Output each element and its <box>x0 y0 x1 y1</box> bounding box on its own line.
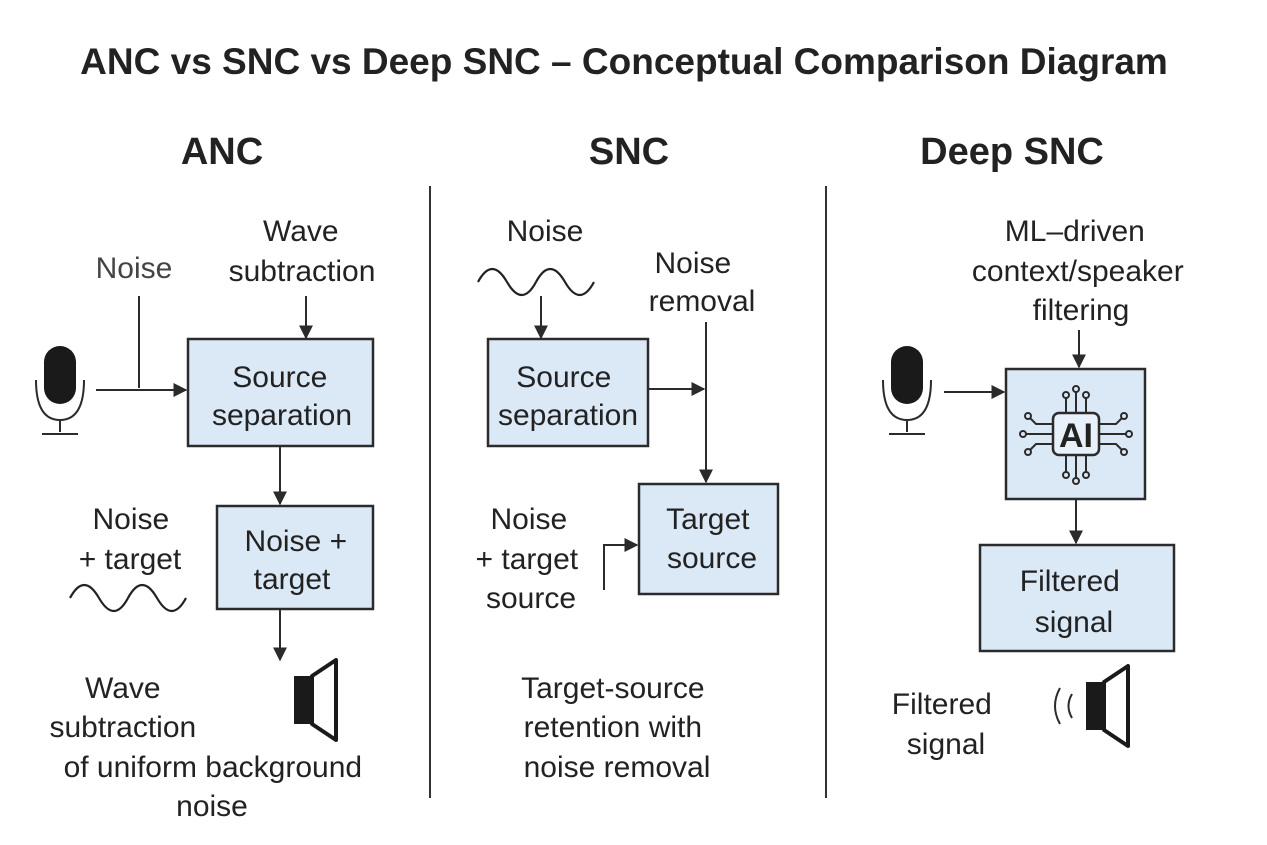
wave-icon <box>477 267 595 297</box>
anc-source-separation-label: Source separation <box>212 361 352 432</box>
snc-noise-label: Noise <box>507 215 584 248</box>
snc-caption: Target-source retention with noise remov… <box>521 672 713 784</box>
anc-source-separation-box <box>186 337 375 448</box>
anc-noise-target-label: Noise + target <box>79 503 182 576</box>
snc-title: SNC <box>589 131 669 173</box>
ai-chip-icon <box>1019 385 1133 485</box>
wave-icon <box>69 583 187 613</box>
ai-label: AI <box>1059 417 1093 455</box>
anc-noise-target-box-label: Noise + target <box>245 525 356 596</box>
anc-caption: Wave subtraction of uniform background n… <box>49 672 370 823</box>
anc-title: ANC <box>181 131 263 173</box>
anc-wave-sub-label: Wave subtraction <box>229 215 376 288</box>
microphone-icon <box>35 346 85 435</box>
deep-filtered-signal-label: Filtered signal <box>1020 565 1128 639</box>
deep-output-label: Filtered signal <box>892 688 1000 761</box>
snc-noise-removal-label: Noise removal <box>649 247 756 318</box>
snc-target-source-label: Target source <box>666 503 758 575</box>
snc-noise-target-source-label: Noise + target source <box>476 503 587 615</box>
snc-target-source-box <box>637 482 780 596</box>
speaker-icon <box>294 658 338 742</box>
panel-deep-snc: Deep SNC ML–driven context/speaker filte… <box>882 131 1192 761</box>
diagram-title: ANC vs SNC vs Deep SNC – Conceptual Comp… <box>80 41 1168 82</box>
anc-noise-label: Noise <box>96 252 173 285</box>
deep-filtered-signal-box <box>978 543 1176 653</box>
panel-anc: ANC Noise Wave subtraction Source separa… <box>35 131 376 823</box>
panel-snc: SNC Noise Noise removal Source separatio… <box>476 131 780 784</box>
anc-noise-target-box <box>215 504 375 611</box>
deep-ml-label: ML–driven context/speaker filtering <box>972 215 1192 327</box>
snc-source-separation-box <box>486 337 650 448</box>
speaker-icon <box>1054 664 1130 748</box>
deep-snc-title: Deep SNC <box>920 131 1104 173</box>
snc-source-separation-label: Source separation <box>498 361 638 432</box>
microphone-icon <box>882 346 932 435</box>
